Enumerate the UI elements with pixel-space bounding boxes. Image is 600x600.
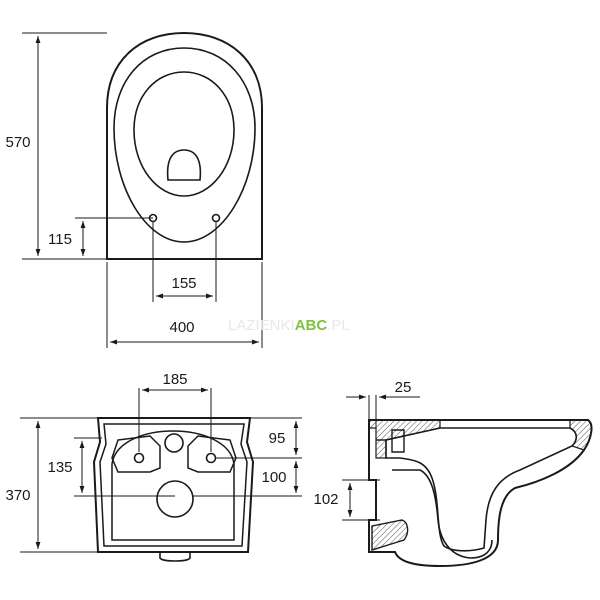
water-inlet xyxy=(164,433,184,453)
waste-outlet xyxy=(156,480,194,518)
bowl-inner-outline xyxy=(133,71,235,197)
back-right-pocket xyxy=(187,435,237,473)
side-outer-shell xyxy=(368,419,593,568)
side-hatch-back xyxy=(375,439,387,459)
bowl-rim-outline xyxy=(113,47,256,243)
back-view xyxy=(20,387,302,562)
side-trap-channel xyxy=(392,469,493,559)
side-inner-bowl xyxy=(385,427,578,552)
back-shell-curve xyxy=(111,430,235,541)
dim-label-185: 185 xyxy=(162,371,187,388)
top-view xyxy=(22,31,263,348)
dim-label-400: 400 xyxy=(169,319,194,336)
dim-label-570: 570 xyxy=(5,134,30,151)
back-bottom-foot xyxy=(159,552,191,562)
watermark-prefix: LAZIENKI xyxy=(228,317,295,334)
dim-label-25: 25 xyxy=(395,379,412,396)
dim-label-95: 95 xyxy=(269,430,286,447)
dim-label-100: 100 xyxy=(261,469,286,486)
back-bolt-left xyxy=(133,452,145,464)
back-outer-outline xyxy=(92,417,255,553)
dim-label-115: 115 xyxy=(48,231,72,248)
back-inner-frame xyxy=(99,423,248,547)
watermark-suffix: .PL xyxy=(327,317,350,334)
dim-label-155: 155 xyxy=(171,275,196,292)
bowl-outer-outline xyxy=(106,31,263,260)
bolt-hole-right xyxy=(211,213,221,223)
side-view xyxy=(342,394,593,568)
dim-label-370: 370 xyxy=(5,487,30,504)
dim-label-135: 135 xyxy=(47,459,72,476)
dim-label-102: 102 xyxy=(313,491,338,508)
watermark-brand: ABC xyxy=(295,317,328,334)
watermark: LAZIENKIABC.PL xyxy=(228,317,350,334)
bowl-outlet xyxy=(166,149,202,181)
back-left-pocket xyxy=(111,435,161,473)
side-hatch-rim xyxy=(569,419,593,451)
side-outlet-pipe xyxy=(371,519,409,551)
side-inlet xyxy=(391,429,405,453)
back-bolt-right xyxy=(205,452,217,464)
